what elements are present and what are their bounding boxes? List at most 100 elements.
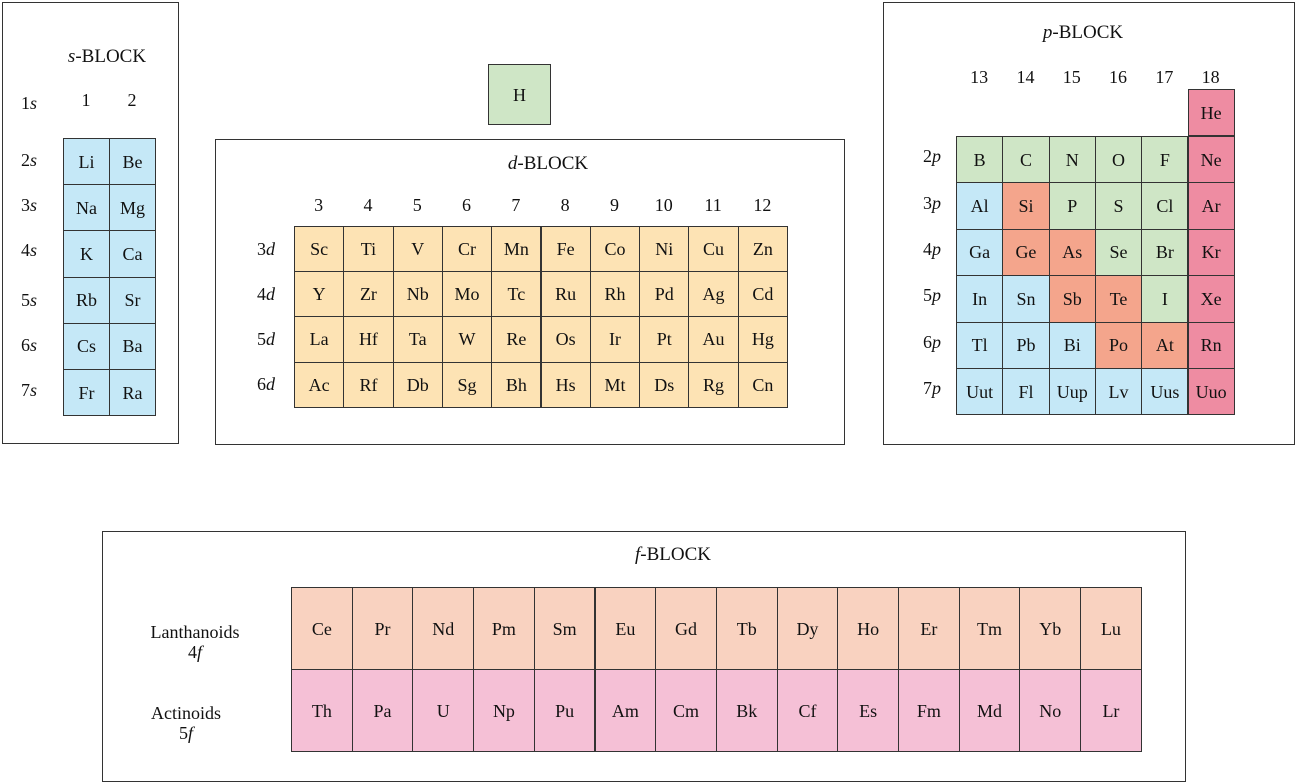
element-cell: Ac	[294, 361, 345, 408]
element-cell: Tc	[491, 271, 542, 318]
element-cell: Pm	[473, 587, 535, 670]
orbital-label: 5s	[20, 290, 38, 310]
element-cell: Pd	[639, 271, 690, 318]
element-cell: Pr	[351, 587, 414, 670]
element-cell: Rn	[1187, 321, 1235, 369]
element-cell: U	[412, 669, 475, 752]
element-cell: Xe	[1187, 275, 1235, 323]
element-cell: Ta	[392, 316, 443, 363]
element-cell: Fr	[63, 369, 110, 417]
element-cell: As	[1048, 228, 1096, 277]
element-cell: Al	[956, 182, 1004, 230]
element-cell: Te	[1094, 275, 1143, 323]
element-cell: Dy	[776, 587, 839, 670]
element-cell: Tb	[715, 587, 778, 670]
orbital-label: 1s	[20, 93, 38, 113]
element-cell: Ge	[1002, 228, 1050, 277]
element-cell: Zr	[343, 271, 394, 318]
element-cell: Ce	[291, 587, 353, 670]
element-cell: Lv	[1094, 368, 1143, 416]
p-block-title: p-BLOCK	[1042, 22, 1124, 43]
group-number-label: 16	[1109, 67, 1128, 87]
element-cell: Cd	[737, 271, 788, 318]
element-cell: Mt	[589, 361, 641, 408]
element-cell: Kr	[1187, 228, 1235, 277]
element-cell: Bi	[1048, 321, 1096, 369]
element-cell: C	[1002, 136, 1050, 184]
group-number-label: 10	[654, 195, 673, 215]
element-cell: Ba	[109, 322, 156, 370]
orbital-label: 7s	[20, 380, 38, 400]
group-number-label: 7	[511, 195, 521, 215]
element-cell: Sc	[294, 226, 345, 273]
orbital-label: 4d	[257, 283, 275, 304]
element-cell: Sr	[109, 276, 156, 324]
orbital-label: 5d	[257, 329, 275, 349]
element-cell: Sb	[1048, 275, 1096, 323]
element-cell: No	[1019, 669, 1082, 752]
element-cell: Cl	[1141, 182, 1189, 230]
element-cell: Ca	[109, 230, 156, 278]
group-number-label: 18	[1201, 67, 1220, 87]
element-cell: Hf	[343, 316, 394, 363]
element-cell: Tm	[958, 587, 1021, 670]
element-cell: Bk	[715, 669, 778, 752]
group-number-label: 9	[609, 195, 619, 215]
element-cell: Os	[540, 316, 591, 363]
element-cell-helium: He	[1187, 89, 1235, 136]
element-cell: Rh	[589, 271, 641, 318]
element-cell: Cu	[688, 226, 739, 273]
group-number-label: 17	[1155, 67, 1174, 87]
element-cell: Zn	[737, 226, 788, 273]
element-cell: Ds	[639, 361, 690, 408]
element-cell: Bh	[491, 361, 542, 408]
orbital-label: 3s	[20, 195, 38, 215]
orbital-label: 4s	[20, 240, 38, 260]
element-cell: Se	[1094, 228, 1143, 277]
group-number-label: 6	[462, 195, 472, 215]
group-number-label: 4	[363, 195, 373, 215]
element-cell: Cn	[737, 361, 788, 408]
element-cell: N	[1048, 136, 1096, 184]
element-cell: Pt	[639, 316, 690, 363]
element-cell: Uus	[1141, 368, 1189, 416]
f-block-title: f-BLOCK	[634, 544, 712, 565]
element-cell: P	[1048, 182, 1096, 230]
orbital-label: 7p	[923, 378, 941, 399]
element-cell: Am	[594, 669, 657, 752]
element-cell: Mn	[491, 226, 542, 273]
orbital-label: 2s	[20, 150, 38, 170]
group-number-label: 13	[970, 67, 989, 87]
element-cell: Cf	[776, 669, 839, 752]
element-cell: O	[1094, 136, 1143, 184]
element-cell: Co	[589, 226, 641, 273]
group-number-label: 12	[753, 195, 772, 215]
group-number-label: 8	[560, 195, 570, 215]
element-cell: Np	[473, 669, 535, 752]
orbital-label: 6p	[923, 331, 941, 352]
orbital-label: 3d	[257, 238, 275, 259]
orbital-label: 6d	[257, 374, 275, 395]
lanthanoids-label: Lanthanoids 4f	[150, 622, 240, 662]
element-cell: In	[956, 275, 1004, 323]
element-cell: Re	[491, 316, 542, 363]
element-cell: Au	[688, 316, 739, 363]
element-cell: Si	[1002, 182, 1050, 230]
element-cell: Cr	[441, 226, 493, 273]
element-cell: Md	[958, 669, 1021, 752]
group-number-label: 14	[1016, 67, 1035, 87]
group-number-label: 1	[81, 90, 91, 110]
orbital-label: 4p	[923, 239, 941, 259]
element-cell: Cs	[63, 322, 110, 370]
element-cell: Es	[837, 669, 899, 752]
element-cell: Uup	[1048, 368, 1096, 416]
element-cell: Db	[392, 361, 443, 408]
element-cell: Hg	[737, 316, 788, 363]
element-cell: Sn	[1002, 275, 1050, 323]
orbital-label: 2p	[923, 146, 941, 167]
group-number-label: 5	[412, 195, 422, 215]
element-cell: Gd	[655, 587, 717, 670]
element-cell: Ag	[688, 271, 739, 318]
element-cell: Sg	[441, 361, 493, 408]
group-number-label: 11	[704, 195, 722, 215]
